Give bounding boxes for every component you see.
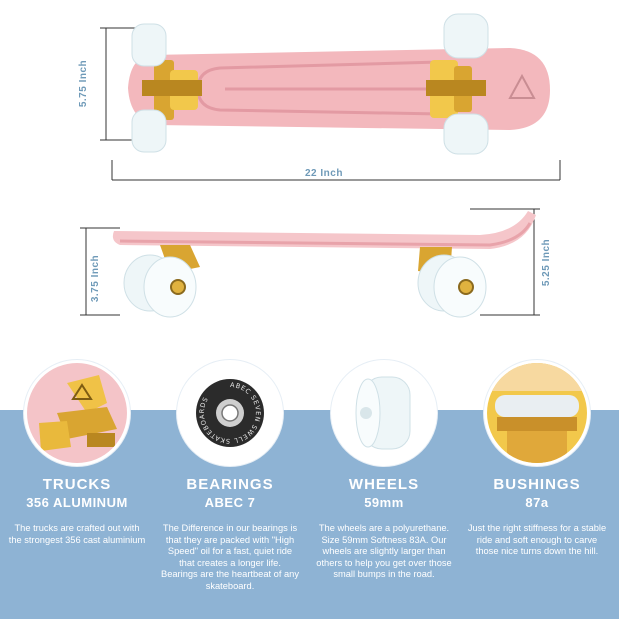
bushings-title: BUSHINGS bbox=[493, 476, 581, 493]
wheels-title: WHEELS bbox=[348, 476, 420, 493]
bearings-subtitle: ABEC 7 bbox=[204, 495, 256, 510]
trucks-subtitle: 356 ALUMINUM bbox=[26, 495, 128, 510]
length-label: 22 Inch bbox=[305, 168, 343, 179]
feature-bearings: ABEC SEVEN SWELL SKATEBOARDS BEARINGS AB… bbox=[153, 360, 307, 592]
bearings-title: BEARINGS bbox=[186, 476, 274, 493]
bushings-image bbox=[484, 360, 590, 466]
top-view: 5.75 Inch 22 Inch bbox=[0, 0, 619, 190]
trucks-description: The trucks are crafted out with the stro… bbox=[8, 523, 146, 545]
wheel-icon bbox=[334, 363, 434, 463]
trucks-title: TRUCKS bbox=[42, 476, 112, 493]
logo-icon bbox=[508, 73, 536, 99]
skateboard-top bbox=[128, 13, 550, 155]
feature-wheels: WHEELS 59mm The wheels are a polyurethan… bbox=[307, 360, 461, 581]
side-dimension-lines bbox=[80, 208, 540, 316]
bearings-image: ABEC SEVEN SWELL SKATEBOARDS bbox=[177, 360, 283, 466]
feature-bushings: BUSHINGS 87a Just the right stiffness fo… bbox=[460, 360, 614, 558]
skateboard-side bbox=[112, 211, 536, 318]
top-dimension-lines bbox=[100, 27, 561, 181]
deck-side bbox=[112, 211, 536, 249]
wheels-subtitle: 59mm bbox=[364, 495, 404, 510]
wheels-image bbox=[331, 360, 437, 466]
bushings-description: Just the right stiffness for a stable ri… bbox=[467, 523, 607, 556]
side-view: 3.75 Inch 5.25 Inch bbox=[0, 195, 619, 345]
bushings-subtitle: 87a bbox=[525, 495, 549, 510]
truck-icon bbox=[27, 363, 127, 463]
feature-trucks: TRUCKS 356 ALUMINUM The trucks are craft… bbox=[0, 360, 154, 546]
bearing-icon: ABEC SEVEN SWELL SKATEBOARDS bbox=[180, 363, 280, 463]
trucks-image bbox=[24, 360, 130, 466]
bearings-description: The Difference in our bearings is that t… bbox=[161, 523, 299, 591]
bushing-icon bbox=[487, 363, 587, 463]
wheels-description: The wheels are a polyurethane. Size 59mm… bbox=[316, 523, 452, 579]
top-height-label: 5.75 Inch bbox=[78, 59, 90, 108]
